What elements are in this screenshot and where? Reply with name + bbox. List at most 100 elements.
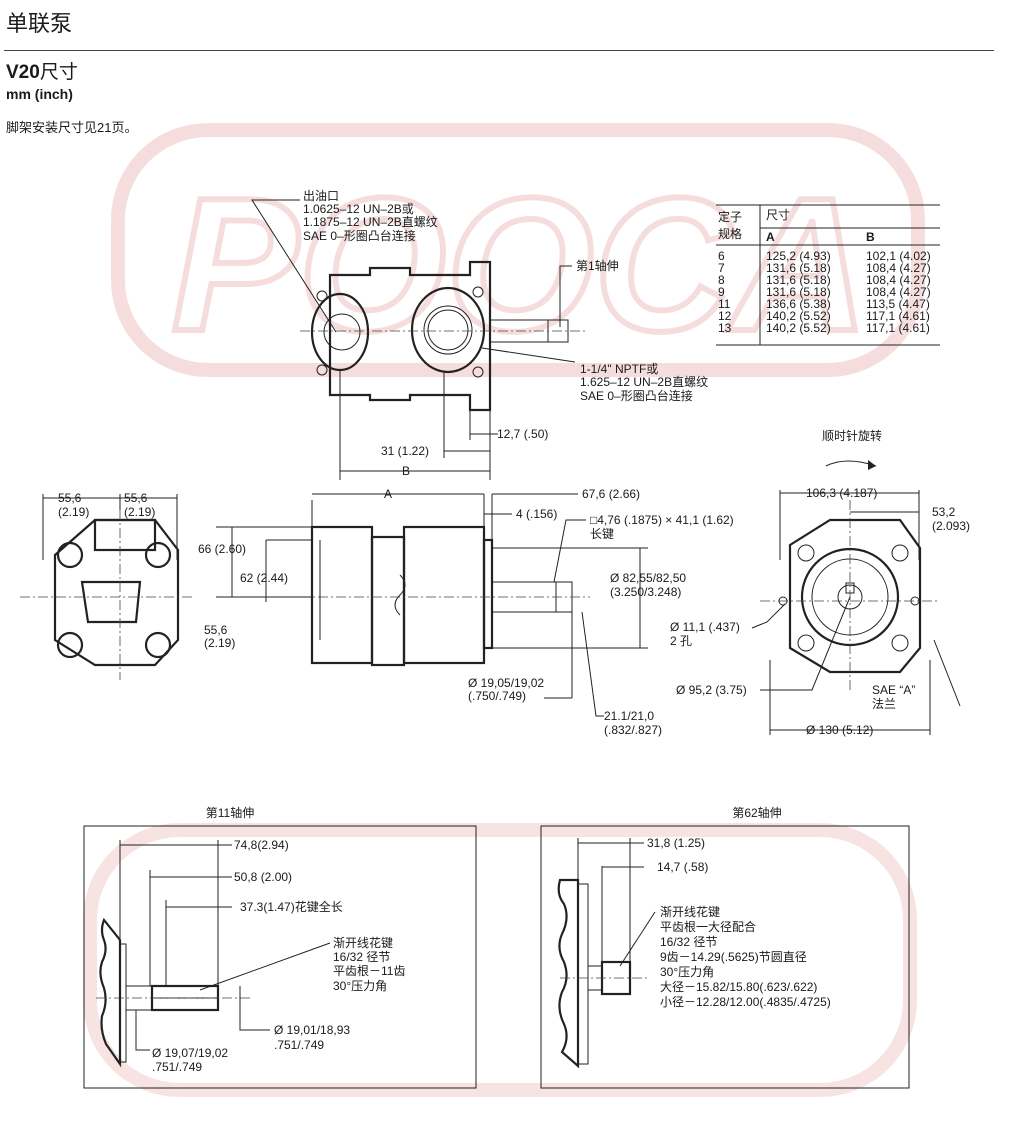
table-cell-b: 108,4 (4.27): [866, 273, 931, 287]
table-cell-size: 6: [718, 249, 725, 263]
shaft62-title: 第62轴伸: [732, 805, 781, 820]
dim-19-2: (.750/.749): [468, 689, 526, 703]
table-body: 6 125,2 (4.93) 102,1 (4.02) 7 131,6 (5.18) 10…: [718, 249, 931, 335]
shaft11-drawing: [96, 917, 250, 1068]
dim-82-2: (3.250/3.248): [610, 585, 681, 599]
table-size-header-2: 规格: [718, 226, 742, 241]
shaft11-dim1: 74,8(2.94): [234, 838, 289, 852]
inlet-label-2: 1.625–12 UN–2B直螺纹: [580, 375, 708, 389]
shaft11-bd-2: .751/.749: [152, 1060, 202, 1074]
shaft11-panel: [83, 825, 477, 1089]
outlet-label-3: 1.1875–12 UN–2B直螺纹: [303, 215, 438, 229]
header-rule: [4, 50, 994, 51]
dim-11-1: Ø 11,1 (.437): [670, 620, 740, 634]
shaft11-spline-4: 30°压力角: [333, 979, 387, 993]
dim-21-2: (.832/.827): [604, 723, 662, 737]
dim-55-left-2: (2.19): [58, 505, 89, 519]
shaft62-dim1: 31,8 (1.25): [647, 836, 705, 850]
shaft11-od-2: .751/.749: [274, 1038, 324, 1052]
section-title-model: V20: [6, 62, 40, 83]
section-title: V20尺寸: [6, 57, 78, 84]
pump-rear-view: [20, 510, 195, 680]
pump-front-view: [760, 500, 940, 690]
table-cell-a: 131,6 (5.18): [766, 285, 831, 299]
table-cell-size: 12: [718, 309, 732, 323]
table-cell-a: 136,6 (5.38): [766, 297, 831, 311]
dim-4: 4 (.156): [516, 507, 557, 521]
table-cell-a: 140,2 (5.52): [766, 309, 831, 323]
shaft11-od-1: Ø 19,01/18,93: [274, 1023, 350, 1037]
sae-label-2: 法兰: [872, 697, 896, 711]
sae-label-1: SAE “A”: [872, 683, 915, 697]
shaft62-spline-7: 小径－12.28/12.00(.4835/.4725): [660, 995, 831, 1009]
shaft11-title: 第11轴伸: [206, 805, 254, 820]
table-cell-b: 108,4 (4.27): [866, 285, 931, 299]
shaft62-panel: [540, 825, 910, 1089]
inlet-label-3: SAE 0–形圈凸台连接: [580, 388, 693, 403]
dim-21-1: 21.1/21,0: [604, 709, 654, 723]
table-cell-size: 9: [718, 285, 725, 299]
shaft11-dim3: 37.3(1.47)花键全长: [240, 899, 343, 914]
table-cell-a: 140,2 (5.52): [766, 321, 831, 335]
watermark-text: POOCA: [172, 159, 869, 371]
table-cell-b: 108,4 (4.27): [866, 261, 931, 275]
outlet-label-2: 1.0625–12 UN–2B或: [303, 202, 414, 216]
dim-95: Ø 95,2 (3.75): [676, 683, 747, 697]
shaft11-spline-1: 渐开线花键: [333, 935, 393, 950]
table-cell-b: 113,5 (4.47): [866, 297, 930, 311]
table-dim-header: 尺寸: [766, 208, 790, 222]
dim-53-1: 53,2: [932, 505, 956, 519]
table-cell-size: 7: [718, 261, 725, 275]
dim-53-2: (2.093): [932, 519, 970, 533]
dim-130: Ø 130 (5.12): [806, 723, 873, 737]
dim-55-right-1: 55,6: [124, 491, 148, 505]
table-cell-a: 131,6 (5.18): [766, 261, 831, 275]
table-cell-a: 125,2 (4.93): [766, 249, 831, 263]
dim-A: A: [384, 487, 392, 501]
table-cell-size: 13: [718, 321, 732, 335]
shaft11-spline-3: 平齿根－11齿: [333, 964, 405, 978]
shaft62-spline-4: 9齿－14.29(.5625)节圆直径: [660, 950, 807, 964]
dim-82-1: Ø 82,55/82,50: [610, 571, 686, 585]
dim-55-bottom-2: (2.19): [204, 636, 235, 650]
shaft62-spline-2: 平齿根一大径配合: [660, 919, 756, 934]
dim-66: 66 (2.60): [198, 542, 246, 556]
dim-B: B: [402, 464, 410, 478]
table-col-b: B: [866, 230, 875, 244]
table-cell-a: 131,6 (5.18): [766, 273, 831, 287]
dim-106: 106,3 (4.187): [806, 486, 877, 500]
shaft62-spline-6: 大径－15.82/15.80(.623/.622): [660, 980, 817, 994]
key-label-2: 长键: [590, 527, 614, 541]
dim-55-left-1: 55,6: [58, 491, 82, 505]
table-cell-b: 117,1 (4.61): [866, 321, 930, 335]
section-title-suffix: 尺寸: [39, 62, 78, 83]
dim-31: 31 (1.22): [381, 444, 429, 458]
dim-55-bottom-1: 55,6: [204, 623, 228, 637]
units-label: mm (inch): [6, 86, 73, 102]
dim-12-7: 12,7 (.50): [497, 427, 548, 441]
key-label-1: □4,76 (.1875) × 41,1 (1.62): [590, 513, 734, 527]
table-col-a: A: [766, 230, 775, 244]
dim-19-1: Ø 19,05/19,02: [468, 676, 544, 690]
shaft1-label: 第1轴伸: [576, 258, 619, 273]
shaft11-dim2: 50,8 (2.00): [234, 870, 292, 884]
dim-55-right-2: (2.19): [124, 505, 155, 519]
dim-11-2: 2 孔: [670, 634, 692, 648]
dim-62: 62 (2.44): [240, 571, 288, 585]
shaft62-spline-3: 16/32 径节: [660, 935, 717, 949]
pump-side-view: [300, 525, 590, 667]
shaft11-bd-1: Ø 19,07/19,02: [152, 1046, 228, 1060]
shaft62-drawing: [557, 878, 650, 1069]
rotation-label: 顺时针旋转: [822, 428, 882, 443]
dim-67-6: 67,6 (2.66): [582, 487, 640, 501]
outlet-label-1: 出油口: [303, 189, 339, 203]
table-cell-b: 117,1 (4.61): [866, 309, 930, 323]
shaft11-spline-2: 16/32 径节: [333, 950, 390, 964]
table-cell-b: 102,1 (4.02): [866, 249, 931, 263]
page-header-title: 单联泵: [6, 12, 73, 37]
mounting-note: 脚架安装尺寸见21页。: [6, 120, 138, 135]
table-cell-size: 8: [718, 273, 725, 287]
shaft62-dim2: 14,7 (.58): [657, 860, 708, 874]
